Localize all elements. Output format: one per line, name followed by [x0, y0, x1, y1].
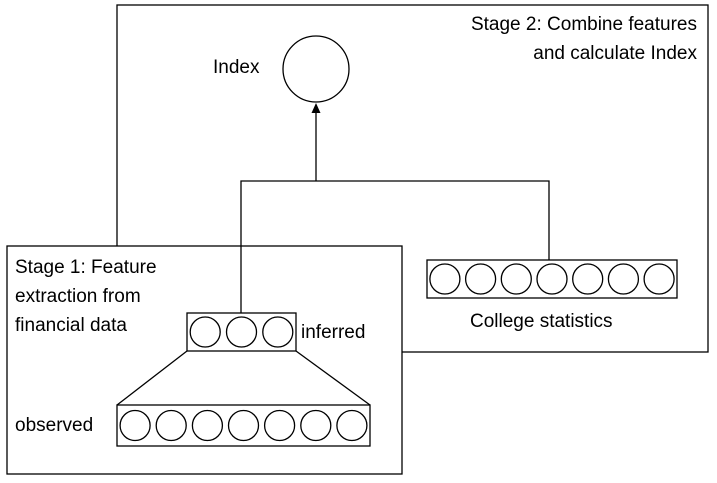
arrowhead-icon: [311, 103, 321, 113]
college-statistics-label: College statistics: [470, 311, 613, 332]
stage1-title-line1: Stage 1: Feature: [15, 257, 157, 278]
inferred-label: inferred: [301, 322, 365, 343]
funnel-left-edge: [116, 350, 188, 406]
college-statistics-nodes: [429, 263, 675, 295]
stage2-title-line1: Stage 2: Combine features: [471, 14, 697, 35]
college-statistics-node: [500, 263, 532, 295]
inferred-node: [225, 316, 258, 348]
observed-layer-nodes: [119, 409, 368, 442]
college-statistics-node: [572, 263, 604, 295]
college-statistics-node: [607, 263, 640, 295]
inferred-layer-nodes: [189, 316, 294, 348]
observed-node: [191, 409, 224, 442]
observed-node: [155, 409, 187, 442]
observed-node: [263, 409, 296, 442]
observed-label: observed: [15, 415, 93, 436]
college-statistics-node: [429, 263, 461, 295]
college-statistics-node: [536, 263, 568, 295]
inferred-node: [189, 316, 221, 348]
college-statistics-node: [643, 263, 675, 295]
stage1-title-line2: extraction from: [15, 286, 141, 307]
index-label: Index: [213, 57, 260, 78]
stage2-title-line2: and calculate Index: [533, 43, 697, 64]
observed-node: [119, 409, 151, 442]
observed-node: [227, 409, 260, 442]
observed-node: [336, 409, 368, 442]
funnel-right-edge: [295, 350, 371, 406]
inferred-node: [262, 316, 294, 348]
index-node: [282, 35, 350, 103]
college-statistics-node: [464, 263, 497, 295]
stage1-title-line3: financial data: [15, 315, 127, 336]
observed-node: [300, 409, 332, 442]
